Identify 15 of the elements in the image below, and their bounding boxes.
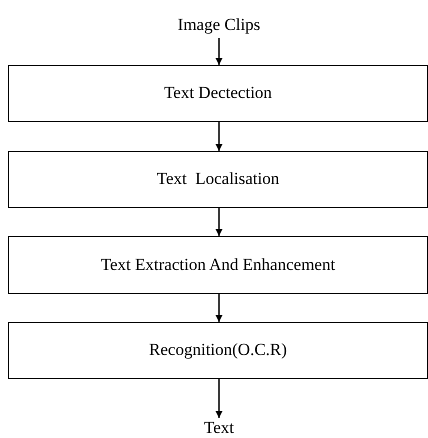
process-box xyxy=(8,151,428,208)
process-box xyxy=(8,65,428,122)
flow-label: Text xyxy=(204,418,234,438)
box-label: Text Extraction And Enhancement xyxy=(100,256,336,274)
arrow xyxy=(216,38,222,65)
arrow xyxy=(216,294,222,322)
arrow xyxy=(216,122,222,151)
box-label: Text Localisation xyxy=(156,170,280,189)
box-label: Recognition(O.C.R) xyxy=(149,341,287,360)
arrow xyxy=(216,208,222,236)
arrow xyxy=(216,379,222,418)
box-label: Text Dectection xyxy=(164,84,272,103)
process-box xyxy=(8,322,428,379)
process-box xyxy=(8,236,428,294)
flow-label: Image Clips xyxy=(178,16,260,34)
